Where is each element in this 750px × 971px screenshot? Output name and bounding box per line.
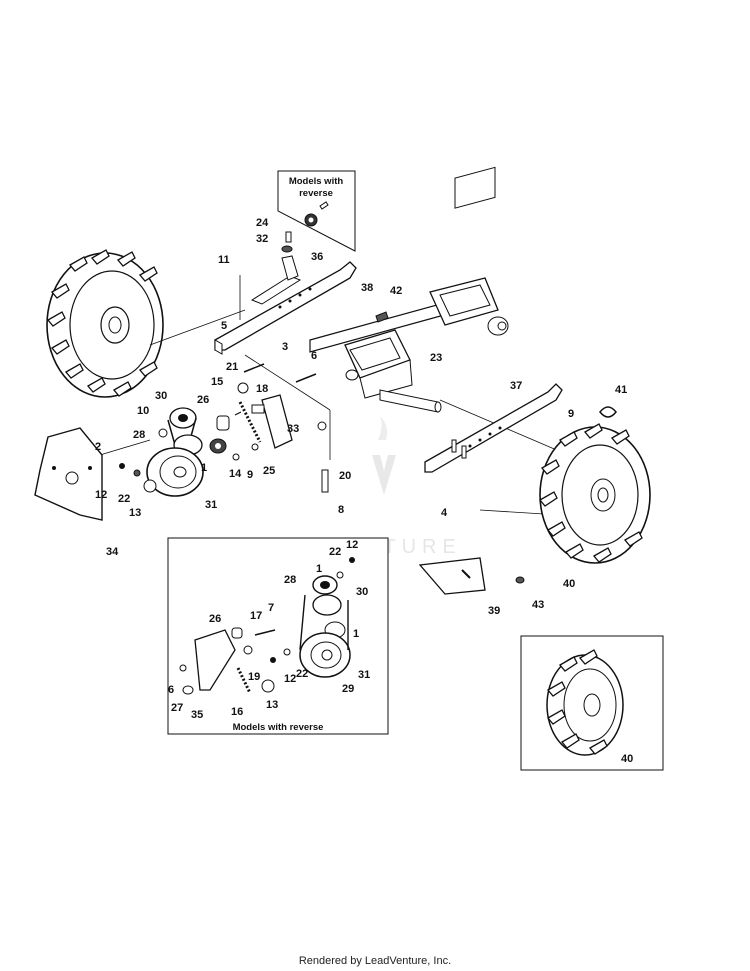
- callout-38: 38: [361, 282, 373, 294]
- callout-9-right: 9: [568, 408, 574, 420]
- callout-40-right: 40: [563, 578, 575, 590]
- inset-callout-28: 28: [284, 574, 296, 586]
- part-39-bracket: [418, 557, 525, 595]
- top-box-title-line1: Models with: [289, 176, 344, 187]
- callout-34: 34: [106, 546, 119, 558]
- callout-8: 8: [338, 504, 344, 516]
- callout-42: 42: [390, 285, 402, 297]
- callout-23: 23: [430, 352, 442, 364]
- callout-11: 11: [218, 254, 230, 266]
- inset-callout-16: 16: [231, 706, 243, 718]
- idler-arm: [232, 363, 329, 493]
- callout-4: 4: [441, 507, 448, 519]
- callout-22: 22: [118, 493, 130, 505]
- callout-1: 1: [201, 462, 207, 474]
- callout-13: 13: [129, 507, 141, 519]
- callout-24: 24: [256, 217, 269, 229]
- callout-9-center: 9: [247, 469, 253, 481]
- inset-callout-31: 31: [358, 669, 370, 681]
- inset-callout-26: 26: [209, 613, 221, 625]
- inset-reverse-box: Models with reverse: [167, 537, 389, 735]
- inset-callout-6: 6: [168, 684, 174, 696]
- callout-37: 37: [510, 380, 522, 392]
- callout-31: 31: [205, 499, 217, 511]
- callout-40-inset: 40: [621, 753, 633, 765]
- callout-10: 10: [137, 405, 149, 417]
- transmission: [309, 166, 509, 413]
- callout-30: 30: [155, 390, 167, 402]
- callout-21: 21: [226, 361, 238, 373]
- callout-labels: 24 32 11 36 38 42 5 23 3 6 21 15 18 30 2…: [95, 217, 633, 765]
- callout-39: 39: [488, 605, 500, 617]
- callout-36: 36: [311, 251, 323, 263]
- callout-26: 26: [197, 394, 209, 406]
- inset-callout-7: 7: [268, 602, 274, 614]
- inset-callout-30: 30: [356, 586, 368, 598]
- part-41-clip: [599, 406, 617, 418]
- callout-33: 33: [287, 423, 299, 435]
- callout-3: 3: [282, 341, 288, 353]
- callout-28: 28: [133, 429, 145, 441]
- tire-inset-box: [520, 635, 664, 771]
- callout-5: 5: [221, 320, 227, 332]
- callout-32: 32: [256, 233, 268, 245]
- inset-callout-17: 17: [250, 610, 262, 622]
- callout-6: 6: [311, 350, 317, 362]
- inset-callout-12: 12: [346, 539, 358, 551]
- inset-callout-29: 29: [342, 683, 354, 695]
- inset-box-title: Models with reverse: [233, 722, 324, 733]
- callout-12: 12: [95, 489, 107, 501]
- inset-callout-35: 35: [191, 709, 203, 721]
- right-axle-bracket: [424, 383, 563, 473]
- callout-25: 25: [263, 465, 275, 477]
- inset-callout-22-lower: 22: [296, 668, 308, 680]
- inset-callout-1-mid: 1: [353, 628, 359, 640]
- callout-20: 20: [339, 470, 351, 482]
- top-reverse-box: Models with reverse: [277, 170, 356, 253]
- inset-callout-22: 22: [329, 546, 341, 558]
- left-tire: [46, 249, 164, 398]
- left-axle-bracket: [214, 255, 357, 355]
- inset-callout-1-top: 1: [316, 563, 322, 575]
- callout-2: 2: [95, 441, 101, 453]
- callout-14: 14: [229, 468, 242, 480]
- callout-41: 41: [615, 384, 627, 396]
- inset-callout-19: 19: [248, 671, 260, 683]
- callout-18: 18: [256, 383, 268, 395]
- callout-43: 43: [532, 599, 544, 611]
- callout-15: 15: [211, 376, 223, 388]
- footer-credit: Rendered by LeadVenture, Inc.: [298, 955, 452, 967]
- inset-callout-13: 13: [266, 699, 278, 711]
- inset-callout-12-lower: 12: [284, 673, 296, 685]
- right-tire: [539, 423, 651, 564]
- inset-callout-27: 27: [171, 702, 183, 714]
- belt-guard: [34, 427, 103, 521]
- pulley-group: [119, 407, 230, 497]
- top-box-title-line2: reverse: [299, 188, 333, 199]
